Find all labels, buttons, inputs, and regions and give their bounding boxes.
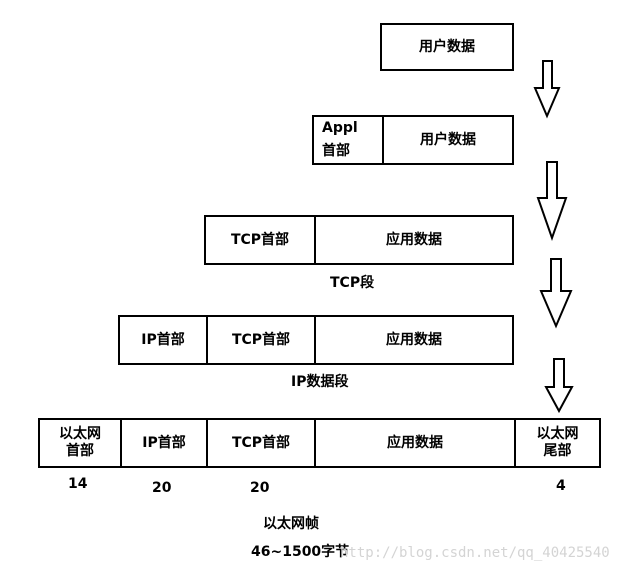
tcp-segment: TCP首部 应用数据 xyxy=(204,215,514,265)
appl-user-data-cell: 用户数据 xyxy=(382,117,512,163)
app-data-cell: 应用数据 xyxy=(314,317,512,363)
ip-datagram: IP首部 TCP首部 应用数据 xyxy=(118,315,514,365)
app-data-cell: 应用数据 xyxy=(314,420,514,466)
user-data-box: 用户数据 xyxy=(380,23,514,71)
user-data-label: 用户数据 xyxy=(419,38,475,55)
eth-header-cell: 以太网 首部 xyxy=(40,420,120,466)
ip-datagram-caption: IP数据段 xyxy=(291,374,349,390)
ip-header-size: 20 xyxy=(152,480,172,496)
tcp-segment-caption: TCP段 xyxy=(330,275,375,291)
appl-header-line2: 首部 xyxy=(322,143,350,159)
eth-trailer-size: 4 xyxy=(556,478,566,494)
eth-trailer-line1: 以太网 xyxy=(536,426,579,442)
down-arrow-icon xyxy=(544,358,574,414)
eth-header-size: 14 xyxy=(68,476,88,492)
ip-header-cell: IP首部 xyxy=(120,420,206,466)
tcp-header-cell: TCP首部 xyxy=(230,231,290,248)
appl-packet: Appl 首部 用户数据 xyxy=(312,115,514,165)
tcp-header-size: 20 xyxy=(250,480,270,496)
appl-header-line1: Appl xyxy=(322,120,358,136)
ethernet-frame: 以太网 首部 IP首部 TCP首部 应用数据 以太网 尾部 xyxy=(38,418,601,468)
tcp-header-cell: TCP首部 xyxy=(206,420,314,466)
tcp-header-cell: TCP首部 xyxy=(206,317,314,363)
down-arrow-icon xyxy=(533,60,561,119)
ip-header-cell: IP首部 xyxy=(141,331,185,348)
watermark: http://blog.csdn.net/qq_40425540 xyxy=(340,545,610,561)
frame-caption: 以太网帧 xyxy=(263,516,319,532)
eth-trailer-cell: 以太网 尾部 xyxy=(514,420,599,466)
down-arrow-icon xyxy=(536,161,568,242)
eth-trailer-line2: 尾部 xyxy=(543,443,572,459)
down-arrow-icon xyxy=(539,258,573,329)
frame-size-range: 46~1500字节 xyxy=(251,544,350,560)
eth-header-line1: 以太网 xyxy=(59,426,101,442)
eth-header-line2: 首部 xyxy=(66,443,94,459)
app-data-cell: 应用数据 xyxy=(314,217,512,263)
appl-header-cell: Appl 首部 xyxy=(314,117,382,163)
